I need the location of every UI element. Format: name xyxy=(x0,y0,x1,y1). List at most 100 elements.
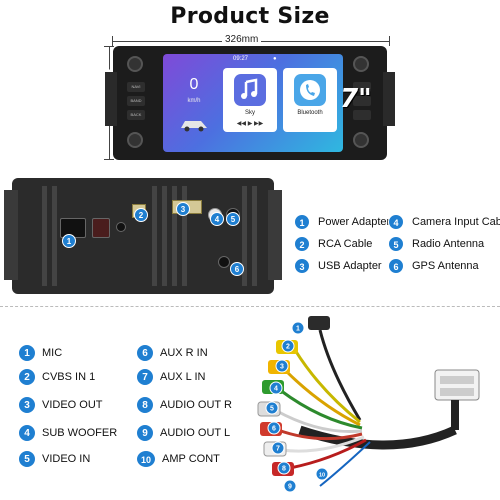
aux-port xyxy=(92,218,110,238)
band-button[interactable]: BAND xyxy=(127,96,145,106)
rear-callout-4: 4 xyxy=(210,212,224,226)
wire-label: VIDEO IN xyxy=(42,453,91,465)
wire-video-in: 5 VIDEO IN xyxy=(18,450,90,468)
legend-label: Power Adapter xyxy=(318,216,391,228)
wire-label: SUB WOOFER xyxy=(42,427,118,439)
right-button-3[interactable] xyxy=(353,110,371,120)
legend-label: Radio Antenna xyxy=(412,238,485,250)
phone-icon xyxy=(294,74,326,106)
right-bottom-knob[interactable] xyxy=(353,132,369,148)
wire-num: 6 xyxy=(136,344,154,362)
width-dimension: 326mm xyxy=(112,34,390,46)
rear-callout-6: 6 xyxy=(230,262,244,276)
wifi-icon: ● xyxy=(273,56,277,62)
legend-label: USB Adapter xyxy=(318,260,382,272)
rear-callout-3: 3 xyxy=(176,202,190,216)
media-controls[interactable]: ◀◀ ▶ ▶▶ xyxy=(236,121,264,127)
wire-label: AUX R IN xyxy=(160,347,208,359)
screen-size-badge: 7" xyxy=(340,84,372,114)
legend-num: 3 xyxy=(294,258,310,274)
harness-callout-label: 10 xyxy=(319,473,325,479)
legend-num: 1 xyxy=(294,214,310,230)
speed-value: 0 xyxy=(189,76,199,93)
section-divider xyxy=(0,306,500,307)
legend-radio-antenna: 5 Radio Antenna xyxy=(388,236,484,252)
gps-antenna-port xyxy=(218,256,230,268)
harness-callout-7 xyxy=(271,441,285,455)
music-note-icon xyxy=(234,74,266,106)
wire-cvbs-in-1: 2 CVBS IN 1 xyxy=(18,368,95,386)
wire-aux-r-in: 6 AUX R IN xyxy=(136,344,208,362)
wire-num: 2 xyxy=(18,368,36,386)
back-button[interactable]: BACK xyxy=(127,110,145,120)
wire-num: 10 xyxy=(136,450,156,468)
harness-callout-label: 3 xyxy=(280,364,284,371)
wire-label: AMP CONT xyxy=(162,453,220,465)
legend-num: 6 xyxy=(388,258,404,274)
wire-mic: 1 MIC xyxy=(18,344,62,362)
wire-num: 4 xyxy=(18,424,36,442)
legend-label: GPS Antenna xyxy=(412,260,479,272)
rear-callout-5: 5 xyxy=(226,212,240,226)
harness-callout-10 xyxy=(315,467,329,481)
right-top-knob[interactable] xyxy=(353,56,369,72)
wire-label: CVBS IN 1 xyxy=(42,371,96,383)
harness-callout-8 xyxy=(277,461,291,475)
legend-power-adapter: 1 Power Adapter xyxy=(294,214,390,230)
wire-audio-out-r: 8 AUDIO OUT R xyxy=(136,396,232,414)
head-unit-rear: 1 2 3 4 5 6 xyxy=(4,178,282,294)
wire-num: 7 xyxy=(136,368,154,386)
volume-knob[interactable] xyxy=(127,56,143,72)
harness-callout-label: 9 xyxy=(288,484,292,491)
speed-unit: km/h xyxy=(187,98,201,104)
music-card[interactable]: Sky ◀◀ ▶ ▶▶ xyxy=(223,68,277,132)
rear-callout-1: 1 xyxy=(62,234,76,248)
harness-callout-4 xyxy=(269,381,283,395)
mic-jack xyxy=(308,316,330,330)
right-button-2[interactable] xyxy=(353,96,371,106)
harness-callout-2 xyxy=(281,339,295,353)
wire-num: 5 xyxy=(18,450,36,468)
wire-amp-cont: 10 AMP CONT xyxy=(136,450,220,468)
wire-label: VIDEO OUT xyxy=(42,399,103,411)
touch-screen[interactable]: 09:27 ● 0 km/h Sky ◀◀ ▶ ▶▶ xyxy=(163,54,343,152)
wire-num: 8 xyxy=(136,396,154,414)
harness-callout-label: 6 xyxy=(272,426,276,433)
harness-callout-label: 2 xyxy=(286,344,290,351)
legend-num: 2 xyxy=(294,236,310,252)
legend-label: RCA Cable xyxy=(318,238,373,250)
legend-usb-adapter: 3 USB Adapter xyxy=(294,258,382,274)
page-title: Product Size xyxy=(170,4,330,29)
wire-aux-l-in: 7 AUX L IN xyxy=(136,368,205,386)
wire-num: 1 xyxy=(18,344,36,362)
harness-callout-6 xyxy=(267,421,281,435)
cable-bundle xyxy=(298,425,457,450)
wire-label: MIC xyxy=(42,347,63,359)
legend-rca-cable: 2 RCA Cable xyxy=(294,236,372,252)
wire-num: 9 xyxy=(136,424,154,442)
harness-callout-9 xyxy=(283,479,297,493)
wire-num: 3 xyxy=(18,396,36,414)
rear-callout-2: 2 xyxy=(134,208,148,222)
legend-camera-input: 4 Camera Input Cable xyxy=(388,214,500,230)
wire-label: AUDIO OUT R xyxy=(160,399,232,411)
bluetooth-card[interactable]: Bluetooth xyxy=(283,68,337,132)
rear-bracket-left xyxy=(4,190,18,280)
harness-callout-5 xyxy=(265,401,279,415)
harness-callout-label: 5 xyxy=(270,406,274,413)
status-time: 09:27 xyxy=(233,56,249,62)
harness-callout-label: 1 xyxy=(296,326,300,333)
rear-bracket-right xyxy=(268,190,282,280)
right-button-1[interactable] xyxy=(353,82,371,92)
legend-num: 5 xyxy=(388,236,404,252)
navi-button[interactable]: NAVI xyxy=(127,82,145,92)
small-port xyxy=(116,222,126,232)
wire-label: AUDIO OUT L xyxy=(160,427,231,439)
width-label: 326mm xyxy=(222,34,262,45)
harness-callout-1 xyxy=(291,321,305,335)
harness-callout-3 xyxy=(275,359,289,373)
wire-audio-out-l: 9 AUDIO OUT L xyxy=(136,424,230,442)
tune-knob[interactable] xyxy=(127,132,143,148)
